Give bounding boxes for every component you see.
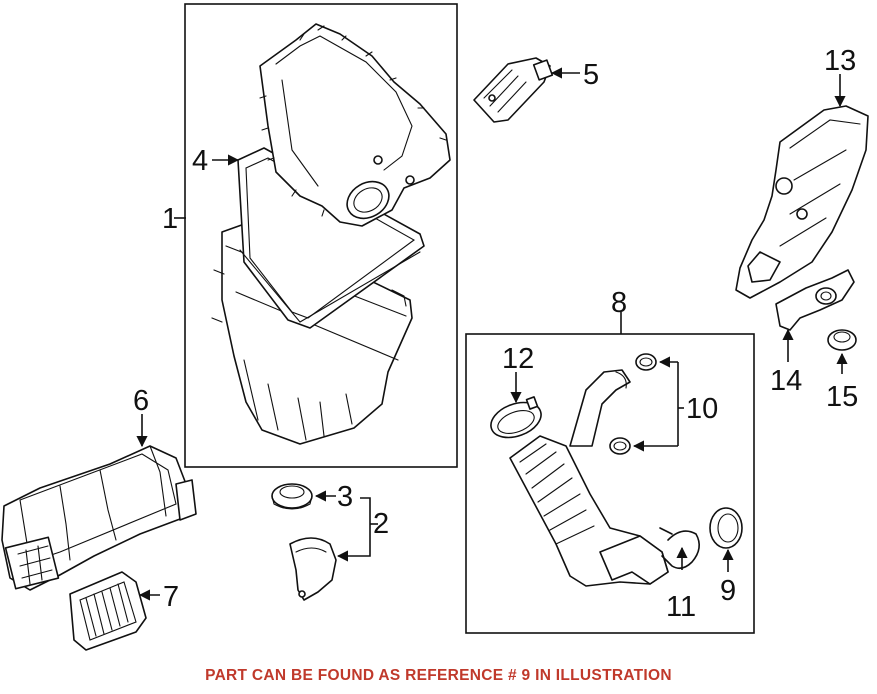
mounting-bracket [289,537,337,601]
callout-2: 2 [373,508,389,540]
seal-ring [709,507,743,549]
callout-9: 9 [720,575,736,607]
filter-grille [69,571,147,651]
callout-7: 7 [163,581,179,613]
callout-10: 10 [686,393,718,425]
callout-14: 14 [770,365,802,397]
callout-12: 12 [502,343,534,375]
bracket [775,269,855,331]
air-cleaner-housing [211,23,451,445]
hose-clamp [490,396,542,439]
intake-hose [509,369,669,587]
grommet [827,329,857,351]
callout-1: 1 [162,203,178,235]
resonator [735,105,869,299]
spring-clip [659,527,700,570]
reference-note: PART CAN BE FOUND AS REFERENCE # 9 IN IL… [205,667,672,684]
air-flow-sensor [473,57,554,123]
callout-6: 6 [133,385,149,417]
callout-4: 4 [192,145,208,177]
callout-8: 8 [611,287,627,319]
o-ring-upper [635,353,657,371]
intake-hose-assembly-frame [465,333,755,634]
callout-13: 13 [824,45,856,77]
air-intake-duct [1,445,197,591]
callout-3: 3 [337,481,353,513]
callout-5: 5 [583,59,599,91]
air-cleaner-assembly-frame [184,3,458,468]
callout-15: 15 [826,381,858,413]
leader-lines [136,67,848,601]
o-ring-lower [609,437,631,455]
callout-11: 11 [666,591,696,623]
mounting-cap [271,483,313,510]
